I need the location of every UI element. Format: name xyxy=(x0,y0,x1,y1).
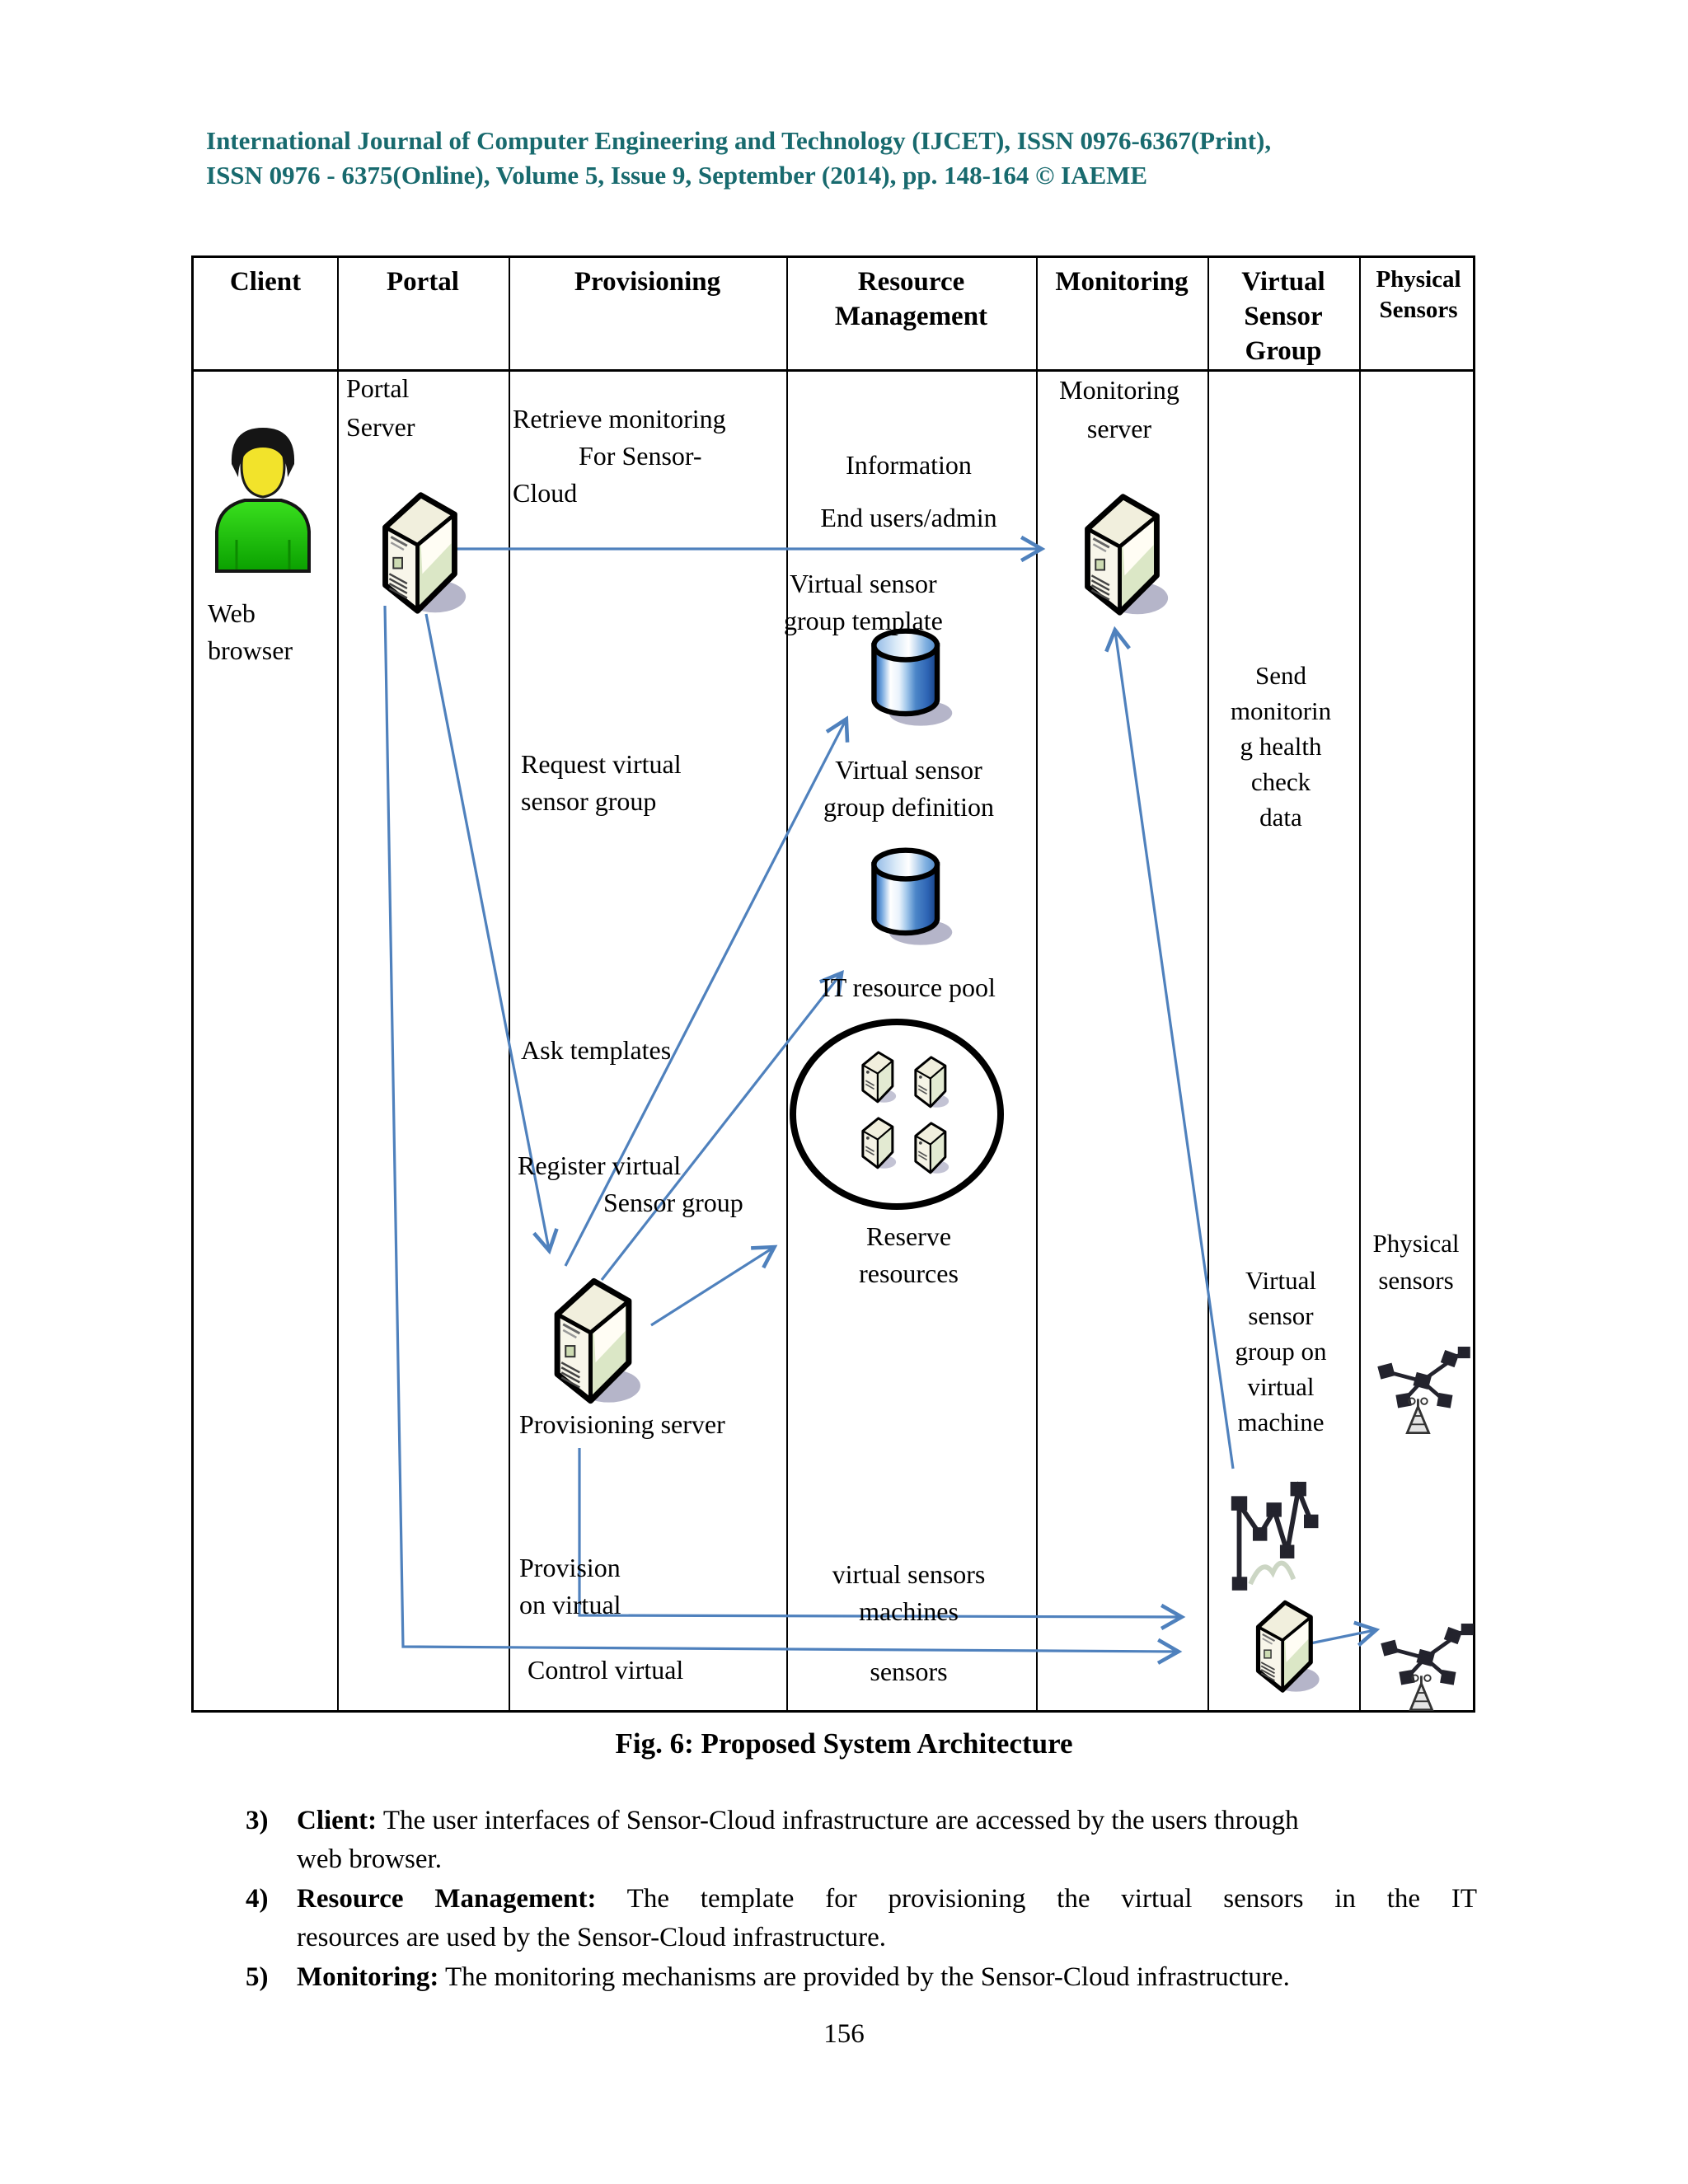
item-term: Resource Management: xyxy=(297,1884,597,1914)
column-header-portal: Portal xyxy=(387,267,459,297)
register-vsg-label: Register virtual Sensor group xyxy=(518,1151,743,1217)
ask-templates-label: Ask templates xyxy=(521,1035,672,1065)
control-virtual-label: Control virtual xyxy=(528,1655,684,1685)
list-item: 4) Resource Management: The template for … xyxy=(246,1880,1477,1957)
column-divider xyxy=(1207,258,1209,1710)
item-text: web browser. xyxy=(297,1844,442,1874)
vsg-template-label: Virtual sensor group template xyxy=(784,569,943,635)
item-number: 4) xyxy=(246,1884,269,1914)
provision-on-virtual-label: Provision on virtual xyxy=(519,1553,621,1619)
item-number: 3) xyxy=(246,1806,269,1835)
column-header-client: Client xyxy=(229,267,302,297)
description-list: 3) Client: The user interfaces of Sensor-… xyxy=(246,1802,1477,1998)
item-number: 5) xyxy=(246,1962,269,1992)
request-vsg-label: Request virtual sensor group xyxy=(521,749,682,816)
column-header-provisioning: Provisioning xyxy=(574,267,721,297)
web-browser-label: Web browser xyxy=(208,598,293,665)
sensors-label: sensors xyxy=(870,1657,948,1686)
list-item: 5) Monitoring: The monitoring mechanisms … xyxy=(246,1958,1477,1997)
item-text: The template for provisioning the virtua… xyxy=(626,1884,1477,1914)
column-divider xyxy=(509,258,510,1710)
item-term: Monitoring: xyxy=(297,1962,439,1992)
figure-caption: Fig. 6: Proposed System Architecture xyxy=(615,1727,1073,1760)
reserve-resources-label: Reserve resources xyxy=(859,1221,959,1288)
send-monitoring-label: Send monitorin g health check data xyxy=(1230,661,1332,832)
header-row-divider xyxy=(194,369,1473,372)
list-item: 3) Client: The user interfaces of Sensor-… xyxy=(246,1802,1477,1879)
item-text: The user interfaces of Sensor-Cloud infr… xyxy=(382,1806,1299,1835)
vsg-definition-label: Virtual sensor group definition xyxy=(823,755,995,822)
column-divider xyxy=(337,258,339,1710)
portal-server-label: Portal Server xyxy=(346,373,415,442)
vsg-on-vm-label: Virtual sensor group on virtual machine xyxy=(1235,1266,1327,1436)
column-header-physical-sensors: Physical Sensors xyxy=(1376,266,1461,323)
column-divider xyxy=(1359,258,1361,1710)
retrieve-monitoring-label: Retrieve monitoring For Sensor- Cloud xyxy=(513,404,726,508)
it-resource-pool-label: IT resource pool xyxy=(822,972,996,1002)
column-header-monitoring: Monitoring xyxy=(1055,267,1189,297)
item-text: resources are used by the Sensor-Cloud i… xyxy=(297,1923,887,1952)
column-header-resource-management: Resource Management xyxy=(834,267,988,331)
information-end-users-label: Information End users/admin xyxy=(820,450,997,532)
monitoring-server-label: Monitoring server xyxy=(1059,375,1179,443)
page-number: 156 xyxy=(823,2019,865,2049)
virtual-sensors-machines-label: virtual sensors machines xyxy=(832,1559,986,1626)
provisioning-server-label: Provisioning server xyxy=(519,1409,725,1439)
item-text: The monitoring mechanisms are provided b… xyxy=(444,1962,1290,1992)
column-header-virtual-sensor-group: Virtual Sensor Group xyxy=(1241,267,1325,366)
item-term: Client: xyxy=(297,1806,377,1835)
column-divider xyxy=(1036,258,1038,1710)
physical-sensors-label: Physical sensors xyxy=(1372,1229,1460,1295)
journal-header: International Journal of Computer Engine… xyxy=(206,126,1272,190)
